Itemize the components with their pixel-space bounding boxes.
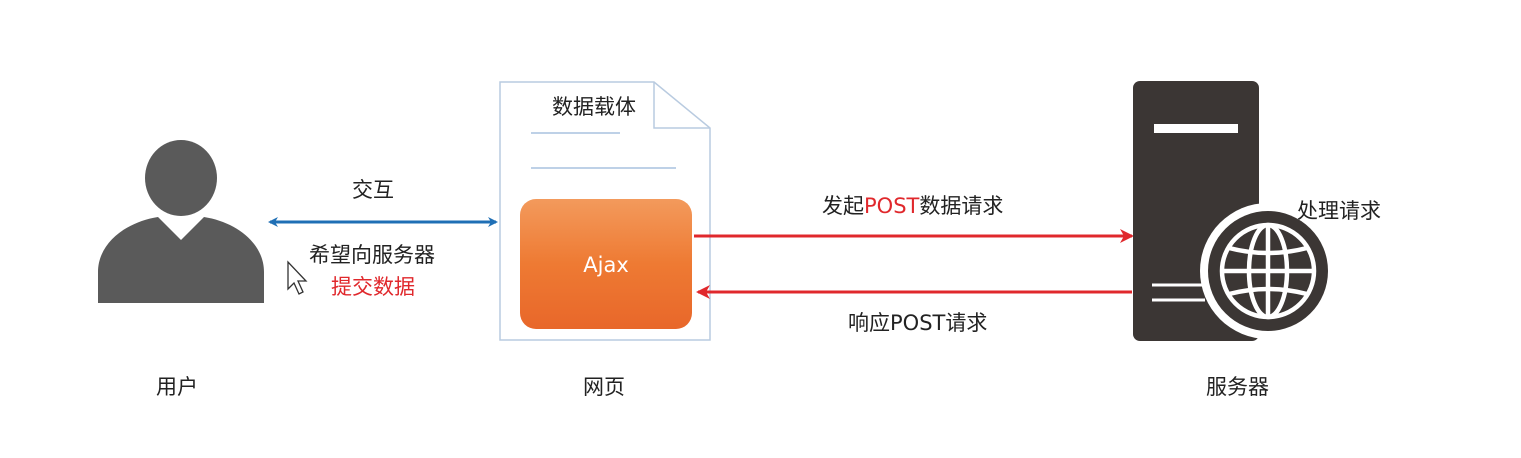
globe-icon bbox=[1200, 203, 1336, 339]
post-request-highlight: POST bbox=[864, 194, 920, 218]
interaction-label: 交互 bbox=[352, 178, 394, 202]
user-label: 用户 bbox=[156, 375, 198, 399]
post-request-label: 发起POST数据请求 bbox=[822, 196, 1003, 217]
post-request-suffix: 数据请求 bbox=[919, 194, 1004, 218]
post-request-prefix: 发起 bbox=[822, 194, 864, 218]
cursor-icon bbox=[287, 260, 308, 295]
data-carrier-label: 数据载体 bbox=[552, 95, 636, 119]
process-request-label: 处理请求 bbox=[1297, 199, 1381, 223]
submit-data-label: 提交数据 bbox=[331, 275, 415, 299]
wish-label: 希望向服务器 bbox=[309, 243, 435, 267]
ajax-label: Ajax bbox=[583, 253, 629, 277]
webpage-document-icon bbox=[499, 81, 711, 341]
response-label: 响应POST请求 bbox=[848, 311, 988, 335]
webpage-label: 网页 bbox=[583, 375, 625, 399]
user-icon bbox=[98, 140, 264, 303]
server-label: 服务器 bbox=[1206, 375, 1269, 399]
ajax-box bbox=[520, 199, 692, 329]
